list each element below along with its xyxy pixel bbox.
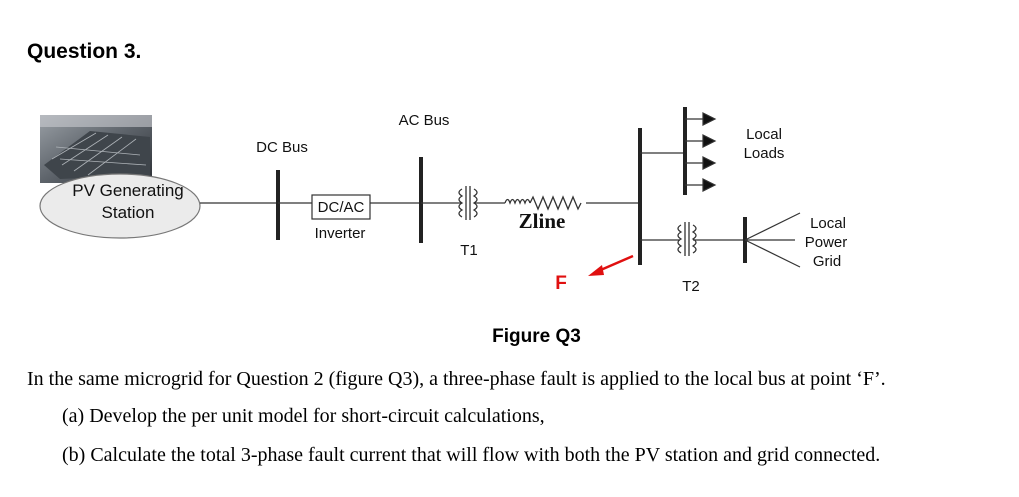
figure-caption: Figure Q3	[492, 326, 581, 347]
part-a: (a) Develop the per unit model for short…	[62, 405, 545, 427]
question-intro: In the same microgrid for Question 2 (fi…	[27, 368, 886, 390]
transformer-t2: T2	[677, 222, 700, 295]
question-title: Question 3.	[27, 40, 142, 63]
dc-bus-label: DC Bus	[256, 139, 308, 156]
grid-label-line2: Power	[805, 234, 848, 251]
local-loads-label-line2: Loads	[744, 145, 785, 162]
pv-generating-station: PV Generating Station	[39, 173, 201, 239]
fault-label: F	[555, 273, 567, 294]
fault-point: F	[555, 254, 634, 294]
inverter: DC/AC Inverter	[311, 194, 371, 242]
inverter-box-label: DC/AC	[318, 199, 365, 216]
pv-station-label-line2: Station	[102, 203, 155, 222]
grid-label-line1: Local	[810, 215, 846, 232]
grid-label-line3: Grid	[813, 253, 841, 270]
power-grid: Local Power Grid	[743, 212, 848, 270]
t2-label: T2	[682, 278, 700, 295]
t1-label: T1	[460, 242, 478, 259]
ac-bus: AC Bus	[399, 112, 450, 243]
local-loads: Local Loads	[640, 107, 784, 195]
inverter-label: Inverter	[315, 225, 366, 242]
transformer-t1: T1	[458, 186, 478, 259]
microgrid-diagram: PV Generating Station DC Bus DC/AC Inver…	[39, 107, 848, 295]
local-loads-label-line1: Local	[746, 126, 782, 143]
part-b: (b) Calculate the total 3-phase fault cu…	[62, 444, 881, 466]
line-impedance: Zline	[504, 195, 582, 233]
ac-bus-label: AC Bus	[399, 112, 450, 129]
pv-station-label-line1: PV Generating	[72, 181, 184, 200]
zline-label: Zline	[519, 209, 566, 233]
solar-panel-image	[40, 115, 152, 183]
dc-bus: DC Bus	[256, 139, 308, 240]
